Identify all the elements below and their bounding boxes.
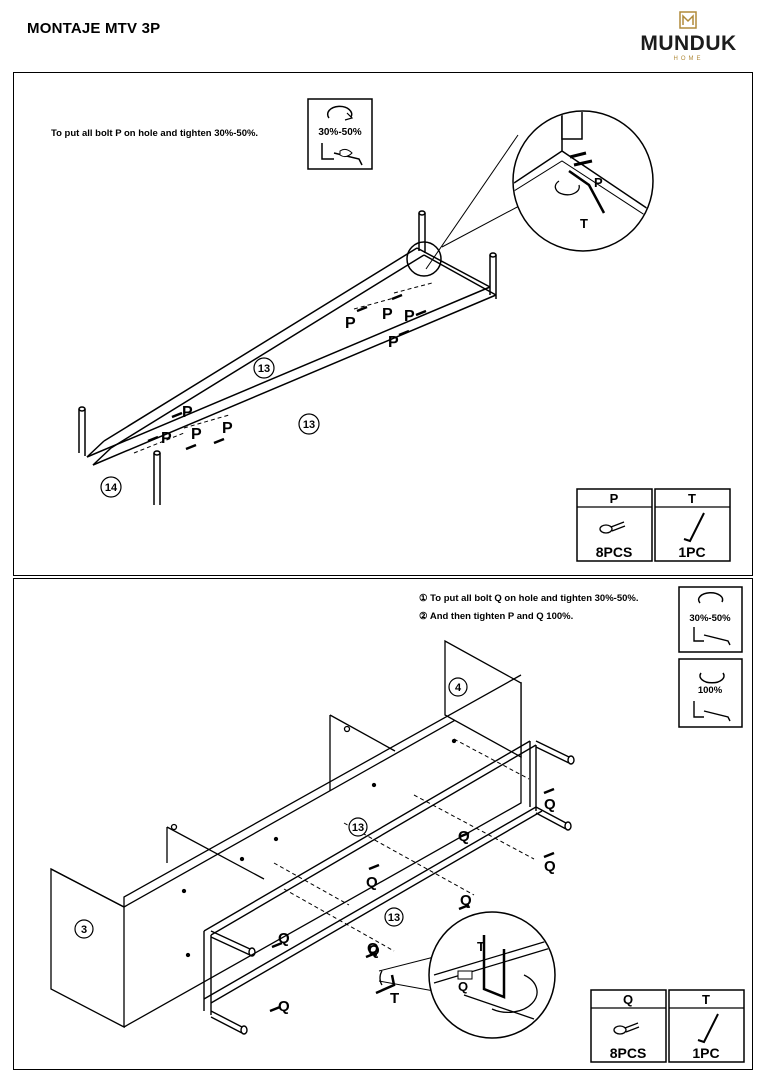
svg-text:100%: 100% — [698, 685, 723, 696]
marker: ② — [419, 611, 428, 622]
bolt-label: P — [382, 306, 393, 323]
bolt-icon — [613, 1022, 640, 1035]
step-2-instruction-1: ① To put all bolt Q on hole and tighten … — [419, 593, 639, 604]
bolt-p-labels: P P P P P P P P — [161, 306, 415, 447]
zoom-tool-letter: T — [477, 939, 485, 954]
rotate-arrow-icon — [326, 105, 353, 119]
zoom-detail-circle: T Q — [378, 911, 556, 1039]
svg-text:13: 13 — [388, 912, 400, 924]
torque-label: 30%-50% — [318, 127, 361, 138]
bolt-p-group — [147, 293, 427, 451]
allen-key-icon — [693, 701, 731, 722]
part-qty: 8PCS — [596, 544, 633, 560]
bolt-q-labels: Q Q Q Q Q Q Q Q — [278, 796, 556, 1015]
step-2-panel: ① To put all bolt Q on hole and tighten … — [13, 578, 753, 1070]
torque-box-30-50: 30%-50% — [307, 98, 373, 170]
part-qty: 1PC — [692, 1045, 719, 1061]
allen-key-icon — [683, 512, 705, 543]
brand-name: MUNDUK — [640, 32, 737, 55]
tool-label: T — [390, 990, 399, 1007]
loose-bolt-and-key: Q T — [368, 942, 399, 1007]
torque-box-100: 100% — [678, 658, 743, 728]
svg-text:13: 13 — [352, 822, 364, 834]
part-letter: T — [688, 491, 696, 506]
zoom-bolt-letter: P — [594, 175, 603, 190]
bolt-label: Q — [368, 942, 380, 959]
bolt-label: P — [345, 315, 356, 332]
brand-logo: MUNDUK HOME — [636, 10, 741, 62]
marker: ① — [419, 593, 428, 604]
bolt-label: Q — [278, 998, 290, 1015]
bolt-label: Q — [544, 796, 556, 813]
brand-sub: HOME — [673, 56, 704, 62]
part-qty: 8PCS — [610, 1045, 647, 1061]
part-number-13-bottom: 13 — [298, 413, 320, 435]
bolt-label: P — [404, 308, 415, 325]
part-number-13-top: 13 — [253, 357, 275, 379]
part-number-3: 3 — [74, 919, 94, 939]
rotate-arrow-icon — [699, 672, 725, 684]
parts-table-step-2: Q 8PCS T 1PC — [590, 989, 745, 1063]
bolt-q-group — [269, 787, 555, 1013]
bolt-label: P — [182, 404, 193, 421]
bolt-label: Q — [278, 930, 290, 947]
part-letter: Q — [623, 992, 633, 1007]
part-number-14: 14 — [100, 476, 122, 498]
zoom-bolt-letter: Q — [458, 979, 468, 994]
svg-text:4: 4 — [455, 682, 462, 694]
bolt-label: Q — [544, 858, 556, 875]
step-2-instruction-2: ② And then tighten P and Q 100%. — [419, 611, 574, 622]
part-letter: T — [702, 992, 710, 1007]
allen-key-icon — [693, 627, 731, 646]
torque-box-30-50: 30%-50% — [678, 586, 743, 653]
bolt-label: Q — [458, 828, 470, 845]
bolt-label: P — [191, 426, 202, 443]
zoom-detail-circle: P T — [406, 110, 654, 277]
svg-text:3: 3 — [81, 924, 87, 936]
metal-frame — [203, 738, 575, 1035]
part-letter: P — [610, 491, 619, 506]
rotate-arrow-icon — [697, 592, 724, 604]
step-1-instruction: To put all bolt P on hole and tighten 30… — [51, 128, 259, 139]
bolt-label: Q — [366, 874, 378, 891]
bolt-label: P — [161, 430, 172, 447]
part-number-4: 4 — [448, 677, 468, 697]
svg-text:14: 14 — [105, 482, 118, 494]
svg-text:30%-50%: 30%-50% — [689, 613, 731, 624]
metal-frame — [78, 210, 497, 505]
tv-cabinet — [50, 639, 522, 1029]
bolt-label: Q — [460, 892, 472, 909]
svg-text:13: 13 — [258, 363, 270, 375]
part-qty: 1PC — [678, 544, 705, 560]
step-1-drawing: 30%-50% P T — [78, 98, 731, 562]
zoom-tool-letter: T — [580, 216, 588, 231]
logo-mark-icon — [679, 11, 697, 29]
step-1-panel: To put all bolt P on hole and tighten 30… — [13, 72, 753, 576]
bolt-label: P — [222, 420, 233, 437]
allen-key-icon — [697, 1013, 719, 1044]
bolt-icon — [599, 521, 626, 534]
svg-text:13: 13 — [303, 419, 315, 431]
bolt-label: P — [388, 334, 399, 351]
step-2-drawing: 30%-50% 100% — [50, 586, 745, 1063]
page-title: MONTAJE MTV 3P — [27, 20, 161, 37]
part-number-13-top: 13 — [348, 817, 368, 837]
bolt-label: Q — [367, 940, 379, 957]
parts-table-step-1: P 8PCS T 1PC — [576, 488, 731, 562]
part-number-13-bottom: 13 — [384, 907, 404, 927]
